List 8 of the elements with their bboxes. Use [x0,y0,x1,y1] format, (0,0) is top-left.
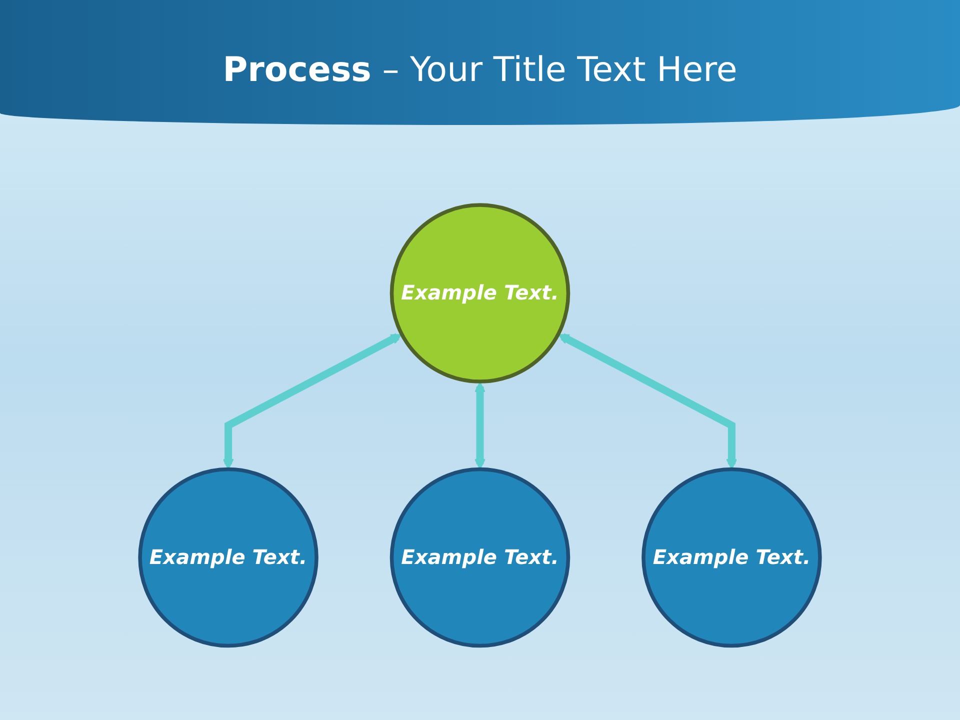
arrow [222,332,402,470]
arrow [558,332,738,470]
node-circle: Example Text. [390,202,570,383]
node-circle: Example Text. [642,467,822,648]
slide-title: Process – Your Title Text Here [222,50,738,90]
arrow [474,381,486,470]
node-circle: Example Text. [138,467,318,648]
node-circle: Example Text. [390,467,570,648]
